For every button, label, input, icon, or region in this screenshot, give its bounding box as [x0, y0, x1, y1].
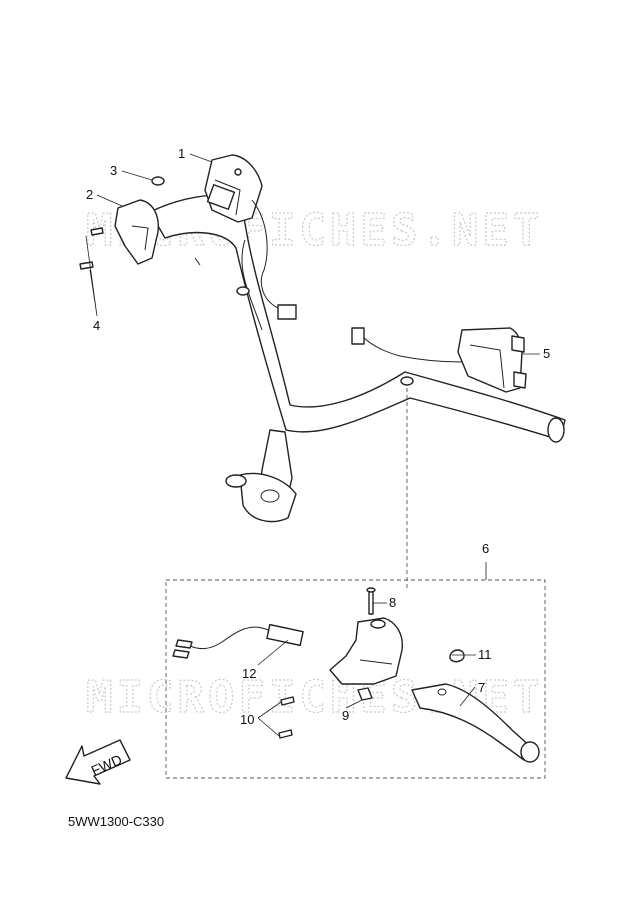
callout-1: 1	[178, 146, 185, 161]
right-switch-assembly	[351, 327, 527, 393]
callout-labels: 1 2 3 4 5 6 7 8 9 10 11 12	[86, 146, 550, 727]
callout-5: 5	[543, 346, 550, 361]
nut	[357, 687, 373, 701]
callout-6: 6	[482, 541, 489, 556]
callout-2: 2	[86, 187, 93, 202]
left-switch-assembly	[204, 154, 297, 320]
lever-group-outline	[165, 579, 546, 779]
reference-code: 5WW1300-C330	[68, 814, 165, 829]
fwd-arrow-icon: FWD	[65, 739, 131, 785]
lever-bracket	[329, 617, 403, 685]
stop-switch	[172, 623, 304, 659]
handlebar	[149, 194, 566, 523]
switch-cover	[114, 199, 159, 265]
spring-clip	[449, 649, 465, 663]
callout-10: 10	[240, 712, 254, 727]
screws-bracket	[278, 696, 295, 739]
callout-12: 12	[242, 666, 256, 681]
callout-3: 3	[110, 163, 117, 178]
callout-7: 7	[478, 680, 485, 695]
callout-11: 11	[478, 647, 492, 662]
brake-lever	[411, 683, 540, 763]
screws-left	[79, 227, 104, 270]
bolt	[366, 587, 376, 615]
callout-8: 8	[389, 595, 396, 610]
grommet	[151, 176, 165, 186]
leader-lines	[85, 153, 540, 737]
callout-4: 4	[93, 318, 100, 333]
callout-9: 9	[342, 708, 349, 723]
